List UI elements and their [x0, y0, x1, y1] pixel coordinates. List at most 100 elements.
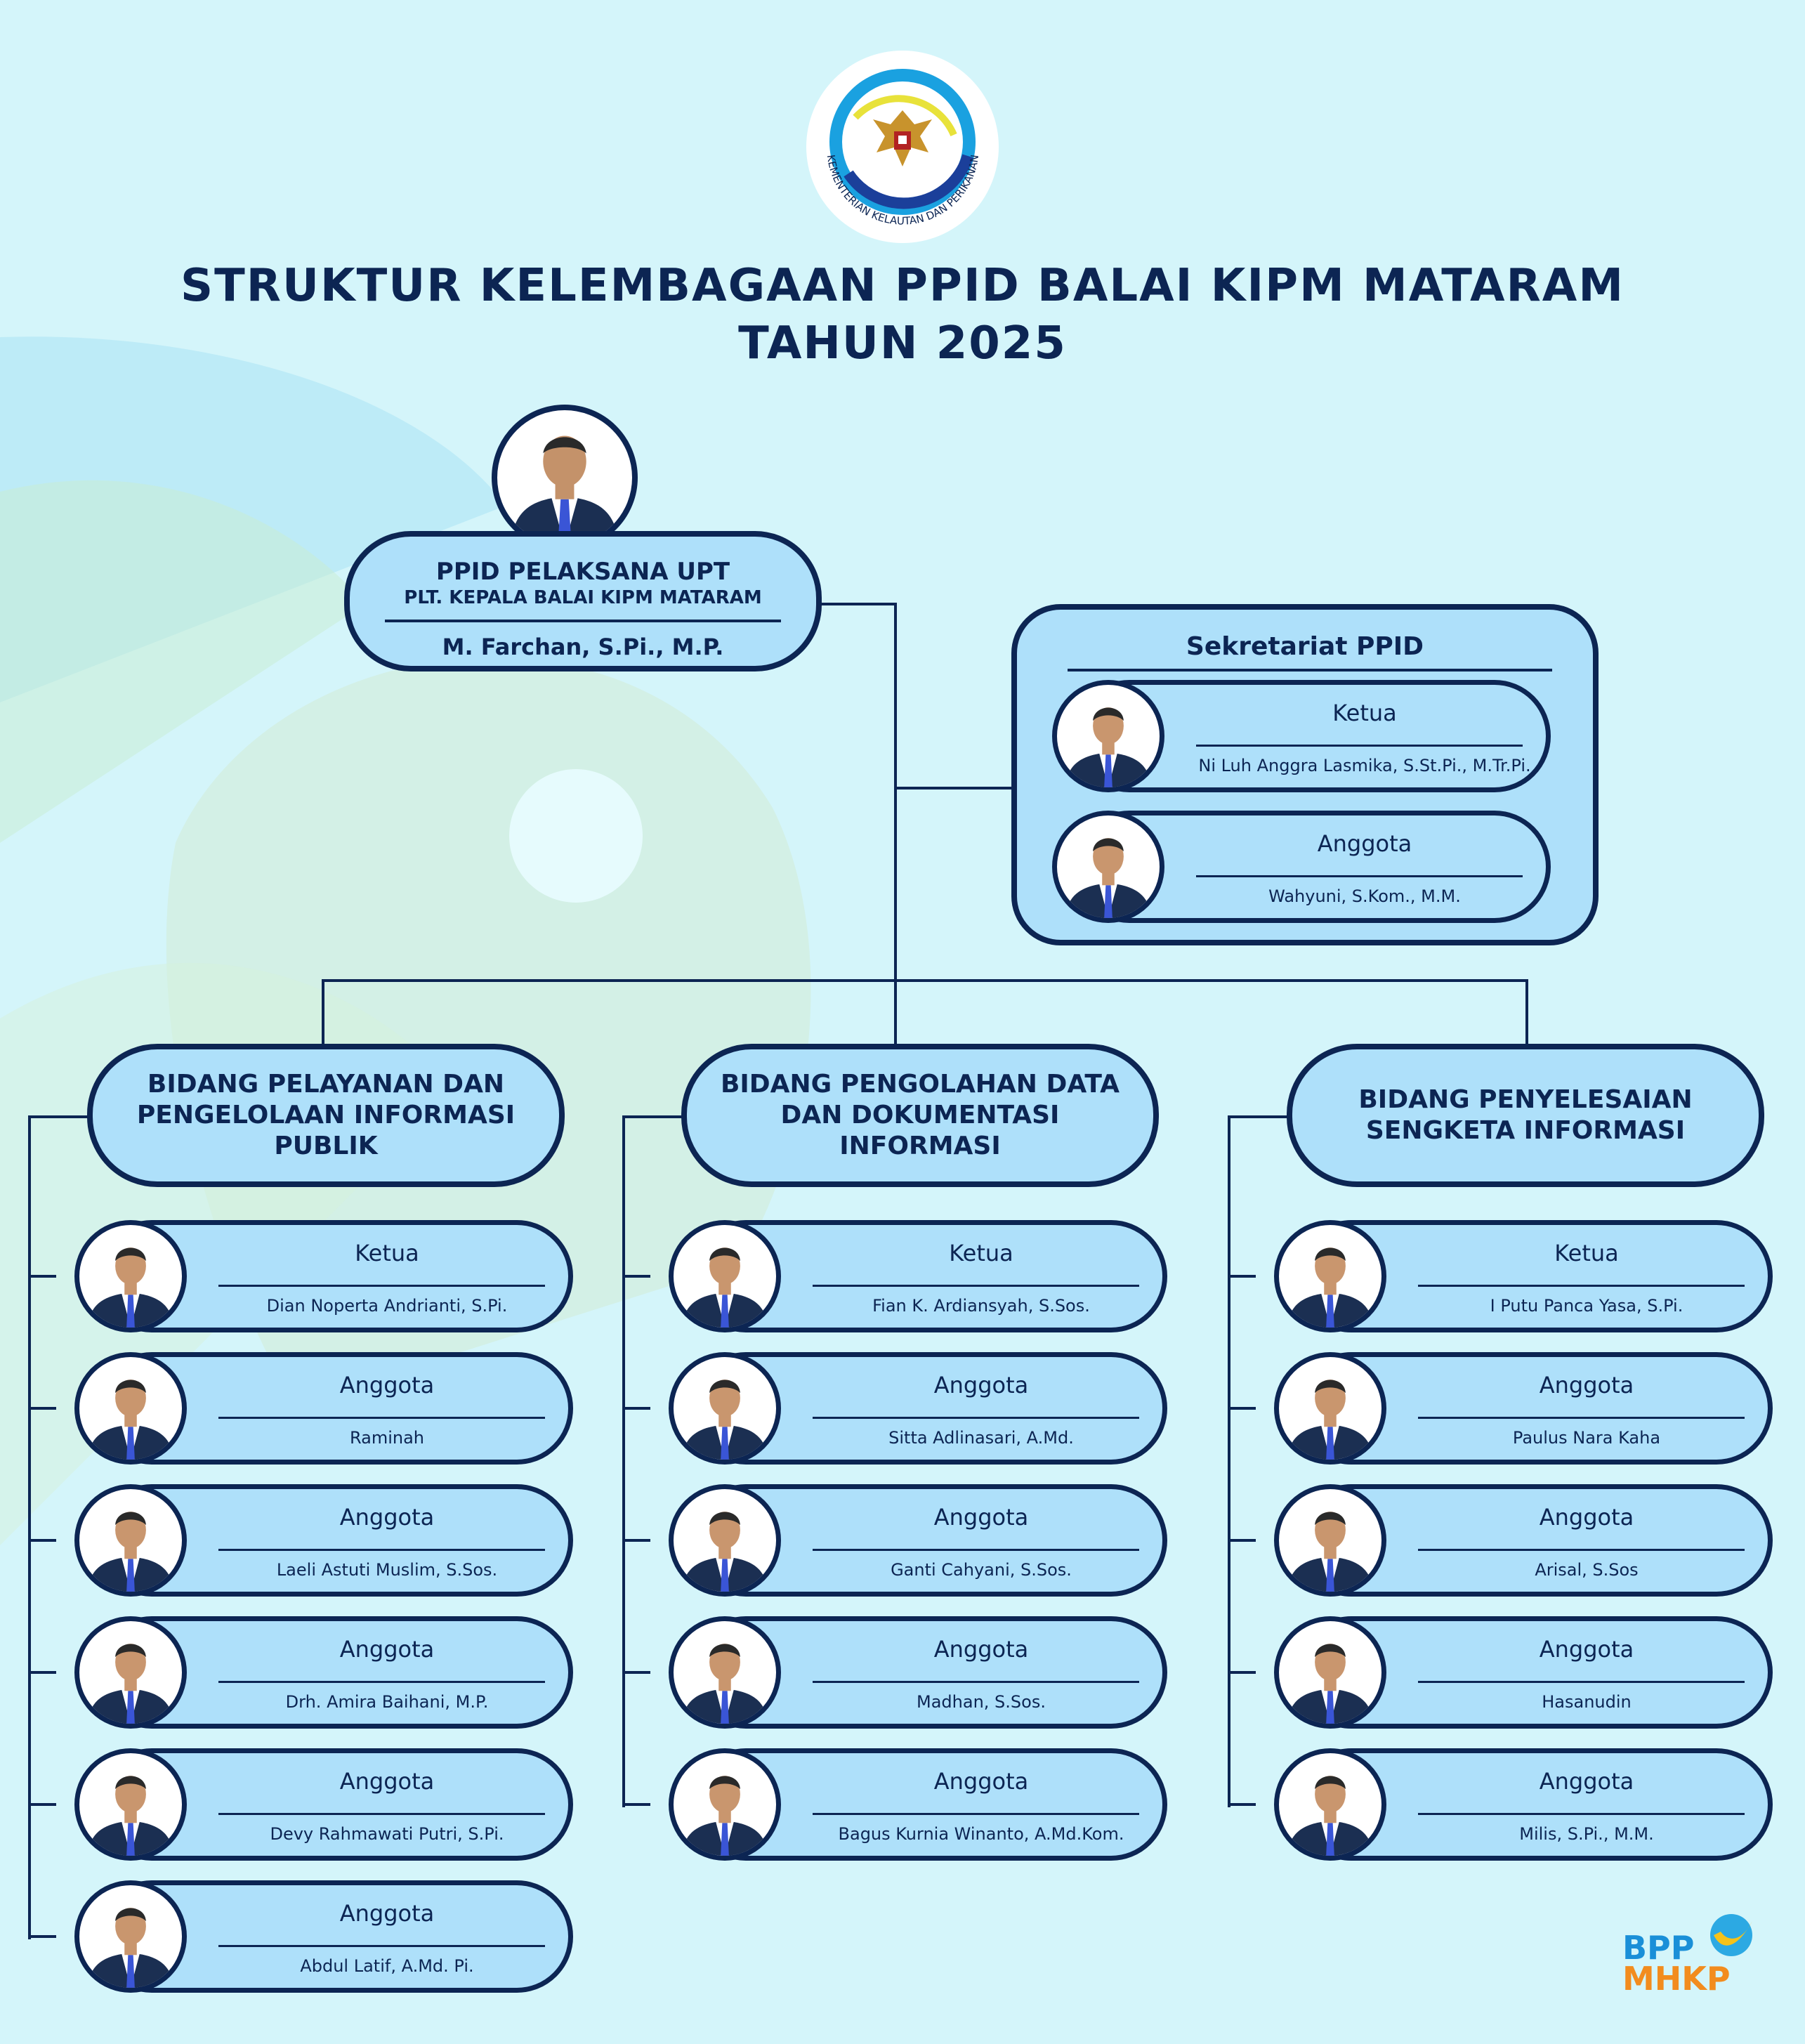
- connector-line: [622, 1407, 650, 1410]
- divider-line: [813, 1285, 1139, 1287]
- member-role: Anggota: [339, 1900, 435, 1927]
- member-role: Anggota: [1539, 1768, 1634, 1795]
- connector-line: [28, 1671, 56, 1674]
- member-name: Bagus Kurnia Winanto, A.Md.Kom.: [838, 1824, 1124, 1844]
- member-photo: [669, 1352, 781, 1465]
- person-photo-icon: [1065, 838, 1152, 918]
- connector-line: [622, 1671, 650, 1674]
- member-photo: [669, 1220, 781, 1332]
- member-name: Paulus Nara Kaha: [1512, 1428, 1661, 1448]
- head-box: PPID PELAKSANA UPT PLT. KEPALA BALAI KIP…: [344, 531, 822, 671]
- connector-line: [1228, 1671, 1256, 1674]
- member-name: Laeli Astuti Muslim, S.Sos.: [276, 1560, 498, 1580]
- member-name: Wahyuni, S.Kom., M.M.: [1268, 886, 1461, 906]
- divider-line: [218, 1681, 545, 1683]
- divider-line: [1418, 1285, 1745, 1287]
- member-name: I Putu Panca Yasa, S.Pi.: [1490, 1296, 1683, 1316]
- person-photo-icon: [87, 1908, 174, 1988]
- connector-line: [1228, 1803, 1256, 1806]
- person-photo-icon: [681, 1380, 768, 1460]
- person-photo-icon: [87, 1776, 174, 1856]
- person-photo-icon: [87, 1644, 174, 1724]
- connector-line: [28, 1803, 56, 1806]
- member-name: Drh. Amira Baihani, M.P.: [285, 1692, 489, 1712]
- member-role: Anggota: [339, 1372, 435, 1398]
- member-role: Anggota: [1539, 1372, 1634, 1398]
- division-title-line: BIDANG PENYELESAIAN: [1358, 1085, 1693, 1114]
- connector-line: [28, 1115, 31, 1939]
- bpp-text: BPP: [1622, 1929, 1695, 1967]
- divider-line: [218, 1813, 545, 1815]
- member-photo: [74, 1748, 187, 1861]
- member-name: Fian K. Ardiansyah, S.Sos.: [872, 1296, 1090, 1316]
- connector-line: [894, 787, 1015, 790]
- connector-line: [322, 979, 1528, 982]
- bpp-mhkp-logo: BPP MHKP: [1619, 1911, 1773, 1995]
- divider-line: [813, 1813, 1139, 1815]
- connector-line: [622, 1115, 625, 1807]
- member-role: Anggota: [933, 1768, 1029, 1795]
- divider-line: [1068, 669, 1552, 671]
- connector-line: [1228, 1115, 1289, 1118]
- member-photo: [74, 1220, 187, 1332]
- person-photo-icon: [1065, 707, 1152, 787]
- division-title-line: SENGKETA INFORMASI: [1365, 1116, 1686, 1145]
- secretariat-title: Sekretariat PPID: [1186, 632, 1424, 661]
- member-photo: [74, 1352, 187, 1465]
- member-role: Anggota: [339, 1636, 435, 1663]
- member-photo: [74, 1484, 187, 1597]
- division-title-line: PUBLIK: [274, 1132, 378, 1160]
- connector-line: [28, 1935, 56, 1938]
- divider-line: [813, 1549, 1139, 1551]
- member-photo: [74, 1880, 187, 1993]
- member-card: Ketua Ni Luh Anggra Lasmika, S.St.Pi., M.…: [1052, 680, 1551, 792]
- divider-line: [813, 1681, 1139, 1683]
- member-name: Madhan, S.Sos.: [917, 1692, 1046, 1712]
- member-name: Arisal, S.Sos: [1535, 1560, 1639, 1580]
- member-role: Ketua: [1332, 700, 1397, 726]
- member-photo: [669, 1748, 781, 1861]
- member-photo: [1052, 680, 1164, 792]
- division-title-line: INFORMASI: [839, 1132, 1001, 1160]
- person-photo-icon: [1287, 1512, 1374, 1592]
- connector-line: [28, 1275, 56, 1278]
- connector-line: [622, 1115, 684, 1118]
- divider-line: [218, 1549, 545, 1551]
- divider-line: [1196, 875, 1523, 877]
- member-name: Ni Luh Anggra Lasmika, S.St.Pi., M.Tr.Pi…: [1198, 756, 1531, 775]
- member-role: Ketua: [949, 1240, 1013, 1266]
- connector-line: [894, 979, 897, 1045]
- division-title-line: DAN DOKUMENTASI: [780, 1101, 1060, 1129]
- person-photo-icon: [1287, 1644, 1374, 1724]
- divider-line: [385, 620, 781, 622]
- divider-line: [1418, 1681, 1745, 1683]
- leaf-check-icon: [1710, 1914, 1752, 1956]
- member-name: Devy Rahmawati Putri, S.Pi.: [270, 1824, 504, 1844]
- head-name: M. Farchan, S.Pi., M.P.: [442, 634, 724, 660]
- member-role: Anggota: [933, 1636, 1029, 1663]
- divider-line: [1418, 1417, 1745, 1419]
- member-photo: [669, 1616, 781, 1729]
- connector-line: [622, 1539, 650, 1542]
- member-name: Hasanudin: [1542, 1692, 1632, 1712]
- divider-line: [1418, 1549, 1745, 1551]
- connector-line: [1228, 1407, 1256, 1410]
- member-pill: [96, 1880, 573, 1993]
- connector-line: [622, 1803, 650, 1806]
- member-name: Dian Noperta Andrianti, S.Pi.: [266, 1296, 508, 1316]
- member-name: Milis, S.Pi., M.M.: [1519, 1824, 1654, 1844]
- divider-line: [218, 1417, 545, 1419]
